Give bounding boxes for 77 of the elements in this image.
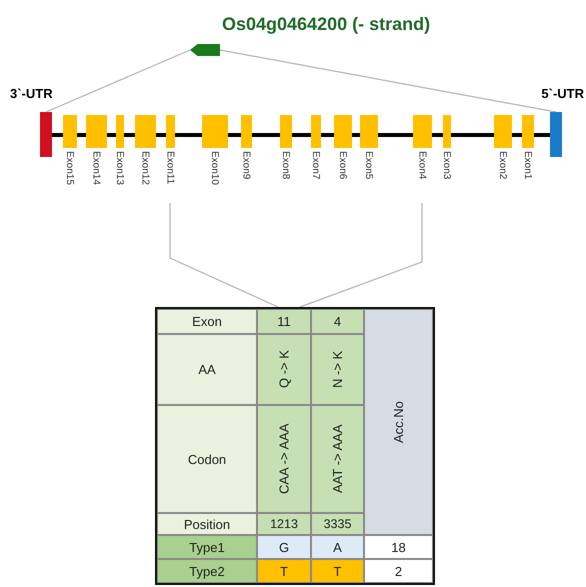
exon-box — [334, 115, 352, 148]
table-cell: 2 — [364, 559, 433, 583]
table-cell: Type1 — [157, 535, 257, 559]
exon-label: Exon8 — [280, 151, 291, 180]
exon-box — [166, 115, 175, 148]
table-cell: AAT -> AAA — [311, 405, 364, 513]
utr-label: 3`-UTR — [10, 86, 53, 101]
intron-line — [77, 133, 86, 137]
table-cell: 3335 — [311, 513, 364, 535]
intron-line — [378, 133, 413, 137]
connector-line — [300, 203, 423, 308]
exon-box — [63, 115, 77, 148]
zoom-line — [220, 49, 556, 113]
table-cell: T — [257, 559, 311, 583]
table-cell: T — [311, 559, 364, 583]
exon-label: Exon3 — [441, 151, 452, 180]
utr-bar — [550, 112, 562, 157]
exon-label: Exon7 — [310, 151, 321, 180]
utr-bar — [40, 112, 52, 157]
exon-box — [360, 115, 378, 148]
intron-line — [124, 133, 135, 137]
exon-label: Exon15 — [64, 151, 75, 185]
table-cell: 11 — [257, 309, 311, 334]
exon-label: Exon13 — [114, 151, 125, 185]
intron-line — [451, 133, 494, 137]
table-cell: 18 — [364, 535, 433, 559]
exon-box — [413, 115, 432, 148]
intron-line — [534, 133, 550, 137]
intron-line — [252, 133, 280, 137]
intron-line — [52, 133, 63, 137]
exon-box — [443, 115, 451, 148]
intron-line — [321, 133, 334, 137]
exon-label: Exon10 — [209, 151, 220, 185]
table-cell: Acc.No — [364, 309, 433, 535]
exon-label: Exon6 — [337, 151, 348, 180]
exon-label: Exon2 — [497, 151, 508, 180]
exon-box — [135, 115, 156, 148]
exon-box — [311, 115, 321, 148]
zoom-line — [46, 49, 190, 113]
table-cell: Exon — [157, 309, 257, 334]
utr-label: 5`-UTR — [541, 86, 584, 101]
gene-title: Os04g0464200 (- strand) — [222, 14, 430, 35]
exon-box — [494, 115, 512, 148]
exon-box — [116, 115, 124, 148]
exon-label: Exon14 — [90, 151, 102, 185]
exon-box — [202, 115, 228, 148]
table-cell: 4 — [311, 309, 364, 334]
table-cell: AA — [157, 334, 257, 405]
intron-line — [352, 133, 360, 137]
table-cell: CAA -> AAA — [257, 405, 311, 513]
exon-label: Exon4 — [416, 151, 428, 180]
data-table — [155, 307, 435, 585]
exon-label: Exon1 — [522, 151, 533, 180]
intron-line — [228, 133, 241, 137]
exon-box — [522, 115, 534, 148]
exon-box — [86, 115, 107, 148]
intron-line — [292, 133, 311, 137]
exon-label: Exon9 — [240, 151, 252, 180]
connector-line — [169, 203, 278, 308]
exon-box — [280, 115, 292, 148]
intron-line — [512, 133, 522, 137]
table-cell: 1213 — [257, 513, 311, 535]
table-cell: N -> K — [311, 334, 364, 405]
exon-box — [241, 115, 252, 148]
intron-line — [175, 133, 202, 137]
exon-label: Exon12 — [140, 151, 150, 185]
table-cell: G — [257, 535, 311, 559]
intron-line — [432, 133, 443, 137]
intron-line — [156, 133, 166, 137]
table-cell: Q -> K — [257, 334, 311, 405]
table-cell: A — [311, 535, 364, 559]
table-cell: Position — [157, 513, 257, 535]
intron-line — [107, 133, 116, 137]
table-cell: Type2 — [157, 559, 257, 583]
exon-label: Exon11 — [164, 151, 176, 184]
table-cell: Codon — [157, 405, 257, 513]
exon-label: Exon5 — [363, 151, 374, 180]
